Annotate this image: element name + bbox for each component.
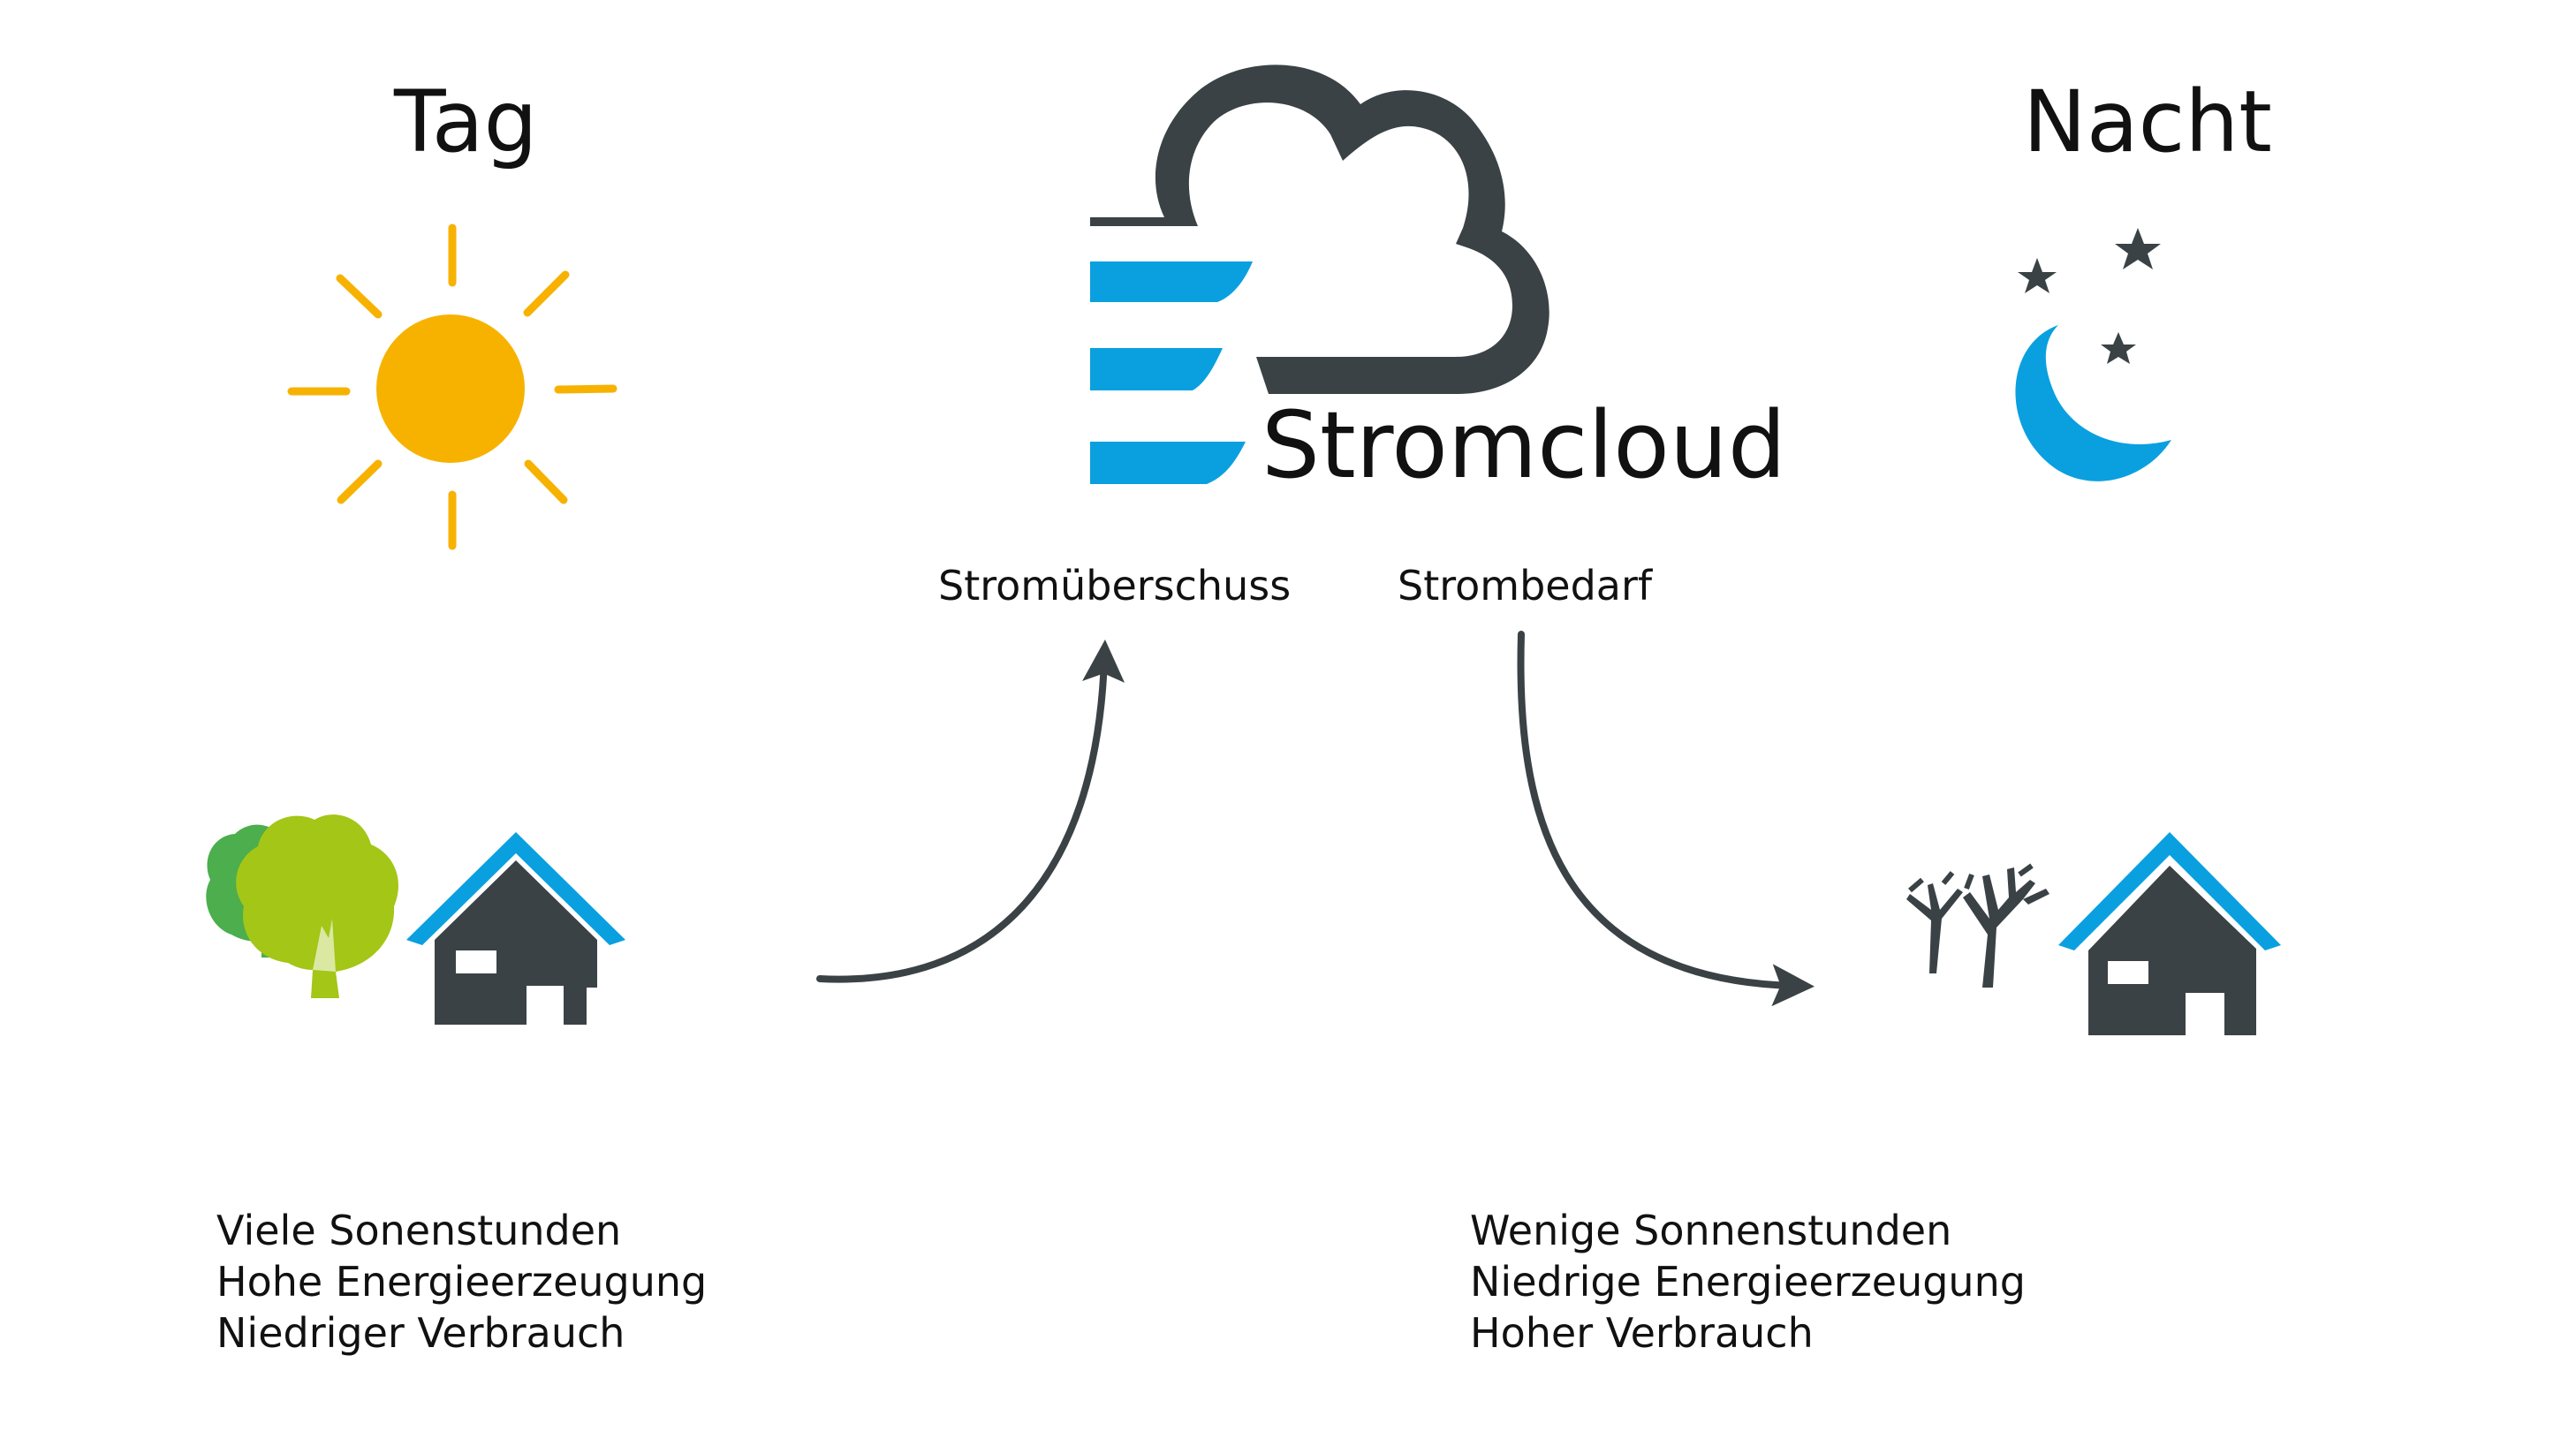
trees-icon: [206, 814, 398, 998]
brand-name: Stromcloud: [1261, 391, 1786, 499]
star-icon: [2018, 228, 2161, 364]
surplus-label: Stromüberschuss: [938, 562, 1292, 610]
cloud-icon: [1090, 64, 1549, 484]
night-line: Niedrige Energieerzeugung: [1470, 1258, 2026, 1306]
day-line: Viele Sonenstunden: [216, 1207, 622, 1254]
demand-label: Strombedarf: [1398, 562, 1653, 610]
house-icon: [406, 832, 625, 1025]
day-line: Niedriger Verbrauch: [216, 1309, 625, 1357]
day-description: Viele Sonenstunden Hohe Energieerzeugung…: [216, 1205, 707, 1359]
night-heading: Nacht: [2023, 72, 2272, 171]
house-icon: [2058, 832, 2281, 1035]
moon-icon: [2015, 325, 2171, 481]
bare-trees-icon: [1906, 863, 2049, 988]
day-heading: Tag: [394, 72, 538, 171]
night-line: Wenige Sonnenstunden: [1470, 1207, 1952, 1254]
night-line: Hoher Verbrauch: [1470, 1309, 1814, 1357]
surplus-arrow: [816, 640, 1125, 983]
demand-arrow: [1517, 631, 1815, 1007]
day-line: Hohe Energieerzeugung: [216, 1258, 708, 1306]
night-description: Wenige Sonnenstunden Niedrige Energieerz…: [1470, 1205, 2026, 1359]
sun-icon: [287, 223, 617, 550]
